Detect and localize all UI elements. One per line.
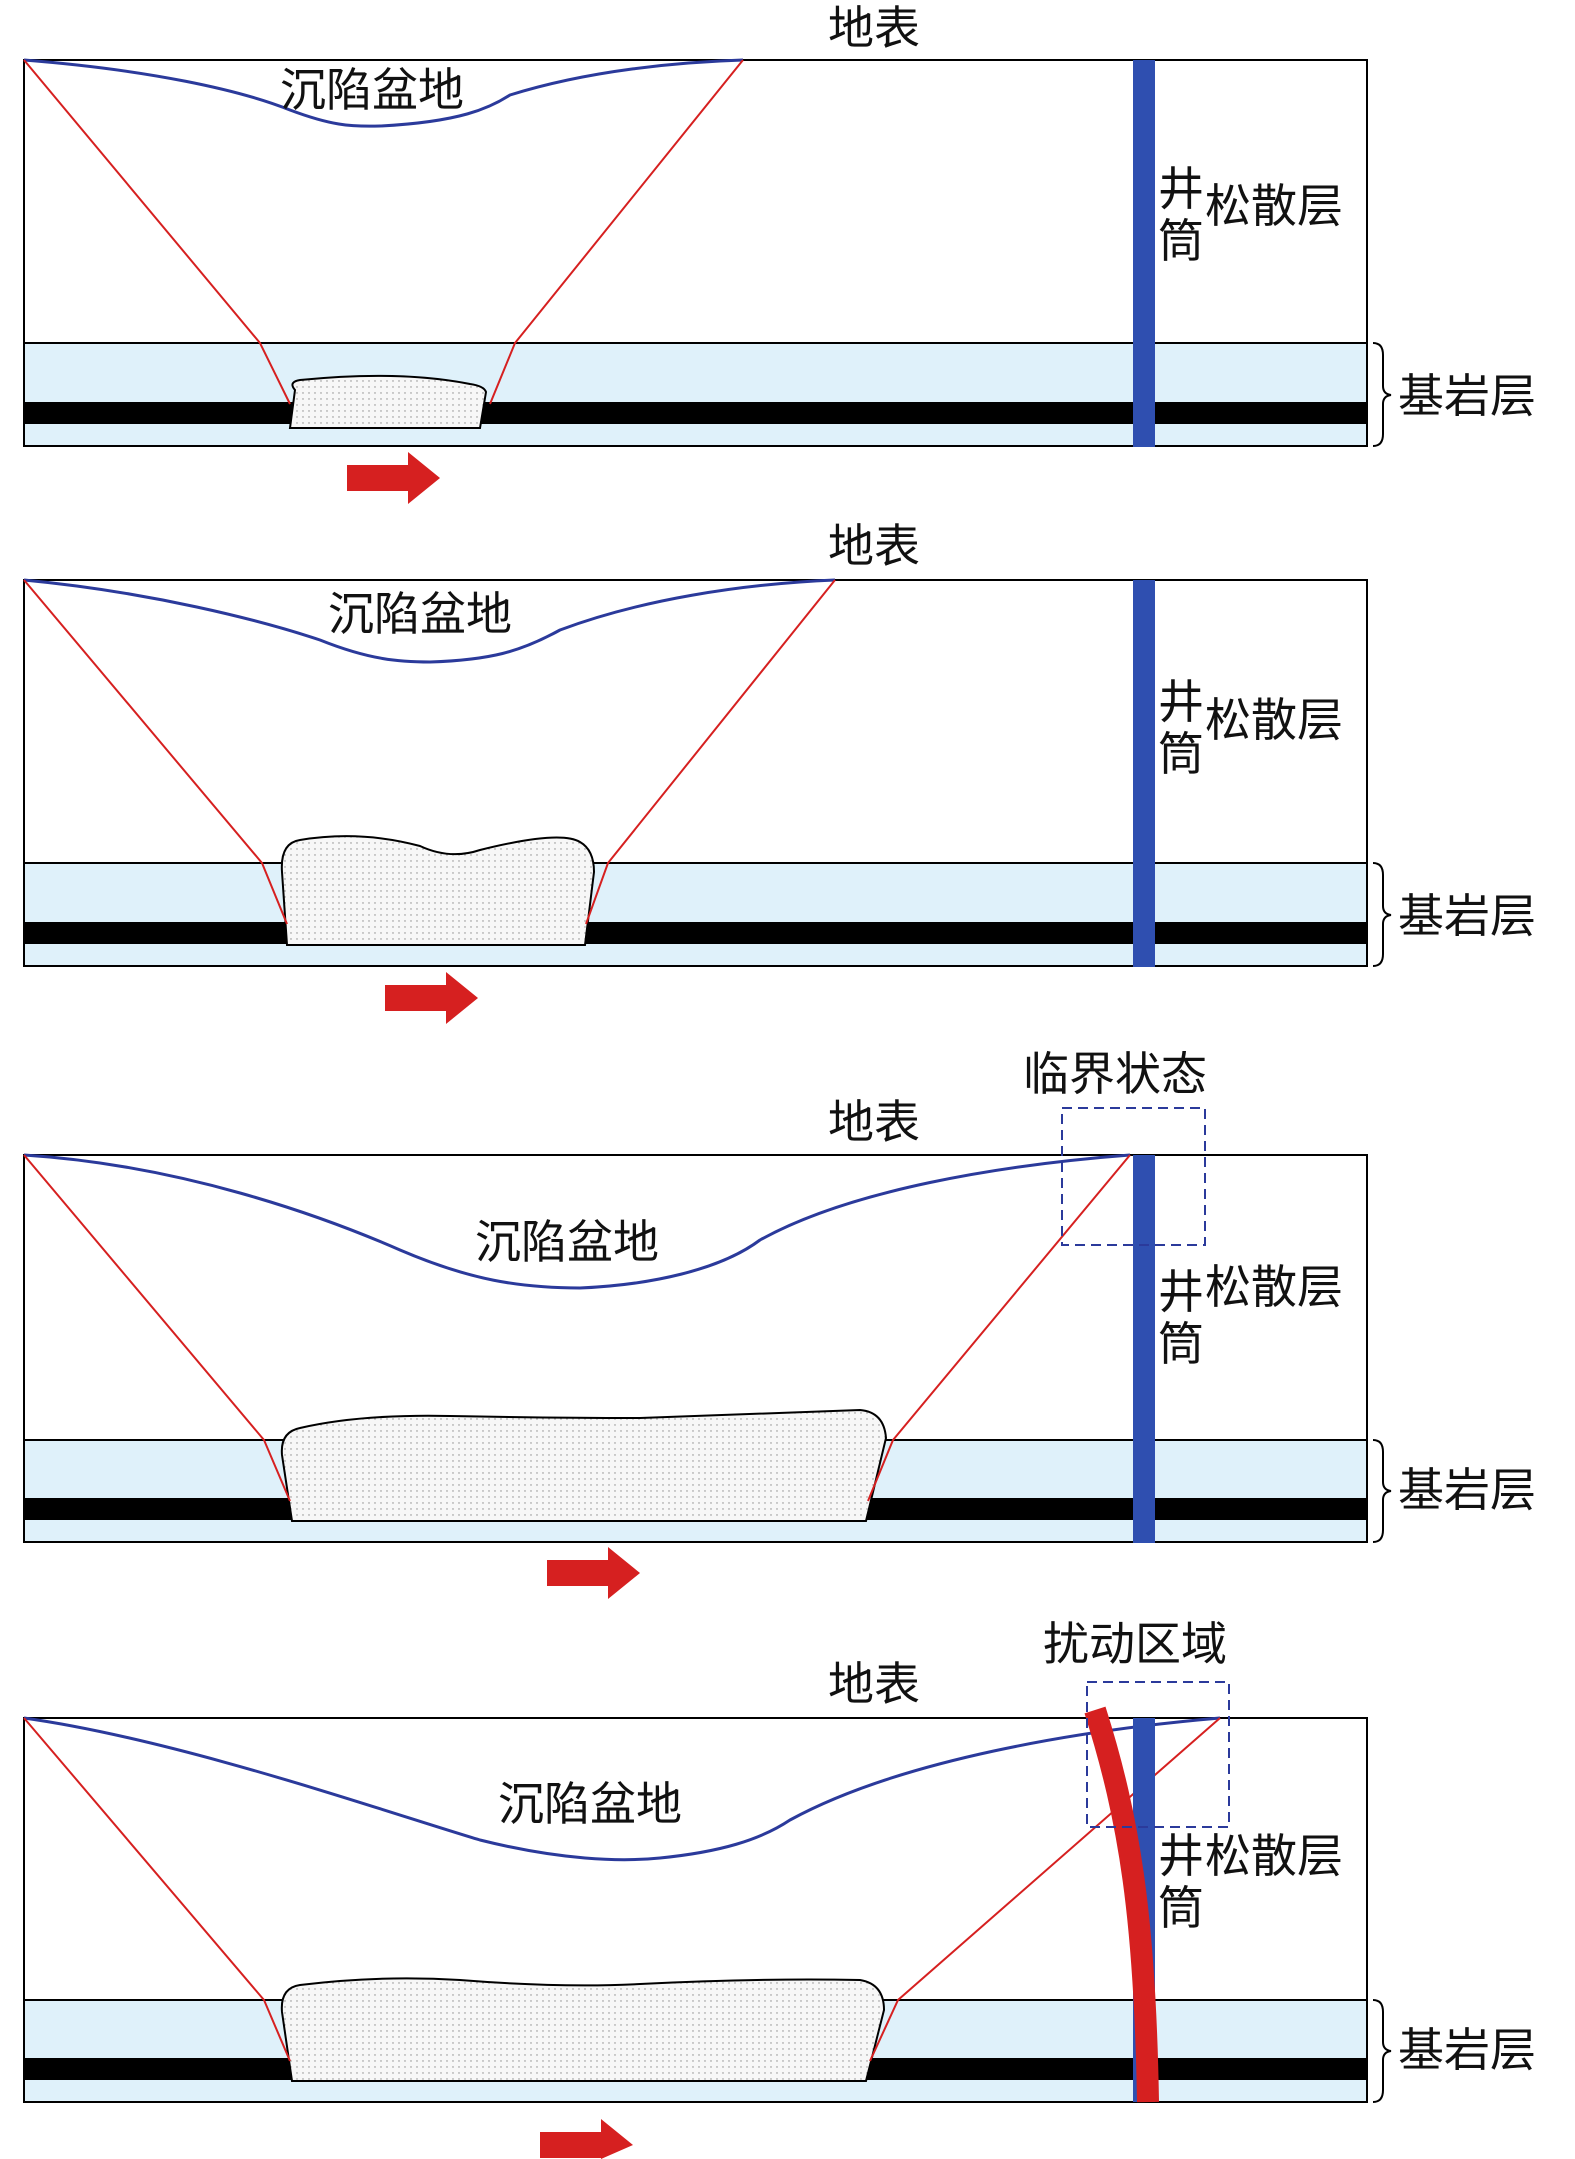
- bedrock-brace: [1372, 862, 1392, 967]
- shaft-label: 井筒: [1158, 1265, 1204, 1371]
- influence-line-left: [23, 59, 291, 405]
- callout-label: 临界状态: [1023, 1047, 1207, 1101]
- influence-line-left: [23, 1154, 291, 1502]
- disturbed-zone-box: [1086, 1681, 1230, 1828]
- basin-label: 沉陷盆地: [498, 1777, 682, 1831]
- goaf: [280, 835, 596, 946]
- advance-arrow: [540, 2119, 633, 2159]
- callout-label: 扰动区域: [1043, 1617, 1227, 1671]
- disturbed-shaft: [1084, 1706, 1159, 2103]
- loose-layer-label: 松散层: [1205, 179, 1343, 233]
- shaft-label: 井筒: [1158, 162, 1204, 268]
- subsidence-curve: [23, 578, 836, 664]
- subsidence-curve: [23, 1716, 1221, 1862]
- bedrock-brace: [1372, 1999, 1392, 2103]
- goaf: [280, 1977, 886, 2082]
- goaf: [288, 374, 488, 429]
- shaft-label: 井筒: [1158, 675, 1204, 781]
- panel-3: 临界状态 地表 沉陷盆地 松散层 基岩层 井筒: [23, 1047, 1536, 1599]
- shaft-label: 井筒: [1158, 1829, 1204, 1935]
- advance-arrow: [347, 452, 440, 504]
- influence-line-right: [489, 59, 744, 405]
- influence-line-left: [23, 579, 288, 925]
- influence-line-left: [23, 1717, 291, 2062]
- goaf: [280, 1408, 888, 1522]
- basin-label: 沉陷盆地: [280, 63, 464, 117]
- shaft: [1133, 580, 1155, 967]
- loose-layer-label: 松散层: [1205, 1260, 1343, 1314]
- section-frame: [23, 579, 1368, 967]
- subsidence-curve: [23, 58, 744, 128]
- advance-arrow: [547, 1547, 640, 1599]
- subsidence-curve: [23, 1153, 1131, 1290]
- coal-seam: [24, 922, 1367, 944]
- bedrock-brace: [1372, 1439, 1392, 1543]
- bedrock-layer: [23, 862, 1368, 967]
- bedrock-brace: [1372, 342, 1392, 447]
- section-frame: [23, 59, 1368, 447]
- influence-line-right: [867, 1154, 1131, 1502]
- loose-layer-label: 松散层: [1205, 693, 1343, 747]
- bedrock-label: 基岩层: [1398, 2023, 1536, 2077]
- critical-state-box: [1061, 1107, 1206, 1246]
- advance-arrow: [385, 972, 478, 1024]
- bedrock-label: 基岩层: [1398, 1463, 1536, 1517]
- panel-1: 地表 沉陷盆地 松散层 基岩层 井筒: [23, 1, 1536, 504]
- bedrock-layer: [23, 342, 1368, 447]
- basin-label: 沉陷盆地: [328, 587, 512, 641]
- shaft: [1133, 60, 1155, 447]
- shaft: [1133, 1155, 1155, 1543]
- bedrock-label: 基岩层: [1398, 369, 1536, 423]
- basin-label: 沉陷盆地: [475, 1215, 659, 1269]
- bedrock-label: 基岩层: [1398, 889, 1536, 943]
- section-frame: [23, 1717, 1368, 2103]
- surface-label: 地表: [828, 1657, 920, 1711]
- loose-layer-label: 松散层: [1205, 1829, 1343, 1883]
- surface-label: 地表: [828, 519, 920, 573]
- coal-seam: [24, 402, 1367, 424]
- surface-label: 地表: [828, 1095, 920, 1149]
- surface-label: 地表: [828, 1, 920, 55]
- influence-line-right: [585, 579, 836, 925]
- panel-2: 地表 沉陷盆地 松散层 基岩层 井筒: [23, 519, 1536, 1024]
- section-frame: [23, 1154, 1368, 1543]
- panel-4: 扰动区域 地表 沉陷盆地 松散层 基岩层 井筒: [23, 1617, 1536, 2159]
